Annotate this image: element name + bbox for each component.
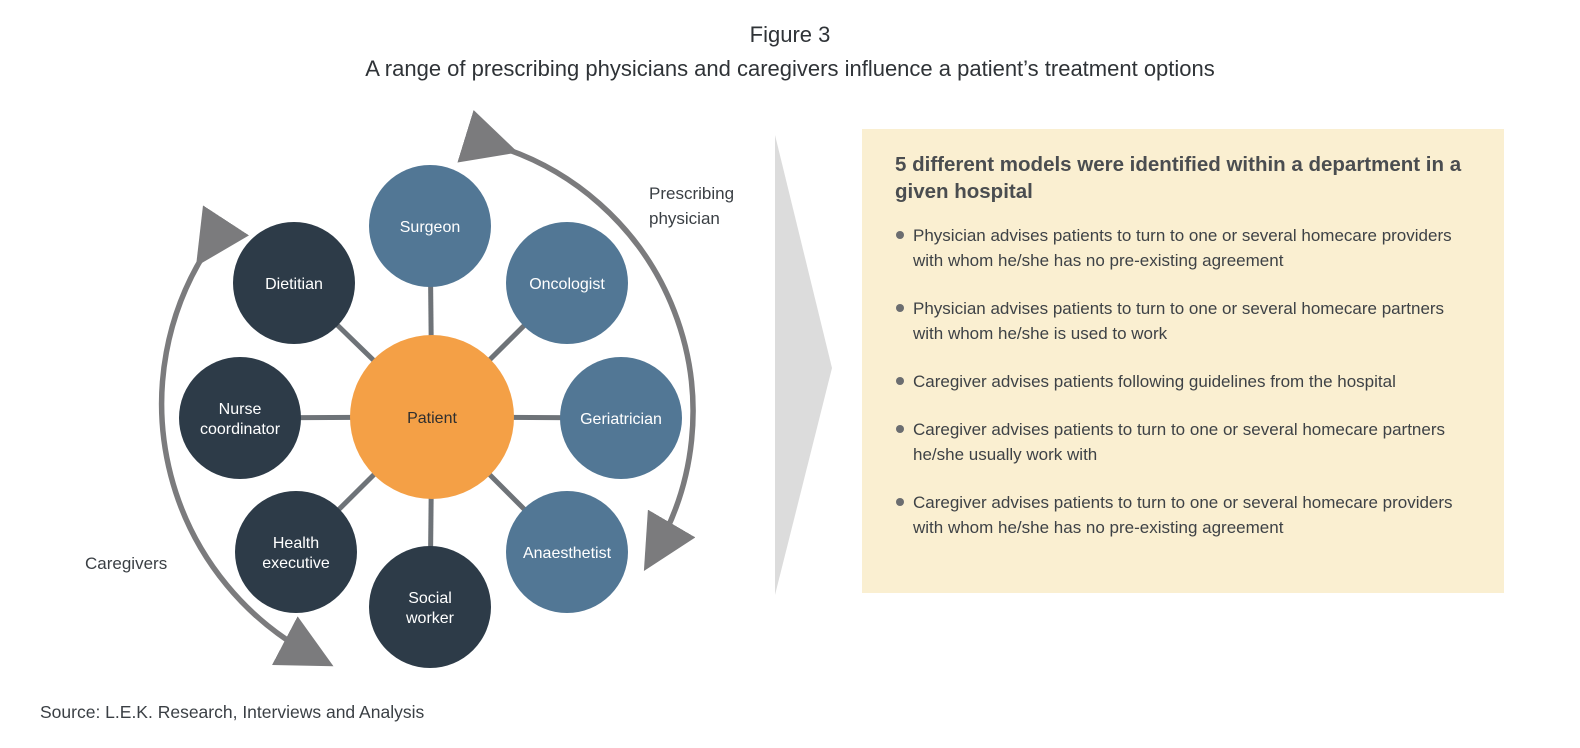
node-oncologist: Oncologist (506, 222, 628, 344)
bullet-icon (896, 304, 904, 312)
node-group: SurgeonOncologistGeriatricianAnaesthetis… (179, 165, 682, 668)
node-geriatrician: Geriatrician (560, 357, 682, 479)
panel-title: 5 different models were identified withi… (895, 153, 1462, 203)
node-social-worker: Social worker (369, 546, 491, 668)
model-item-text: Caregiver advises patients following gui… (913, 372, 1396, 391)
model-item: Caregiver advises patients to turn to on… (895, 490, 1474, 540)
source-note: Source: L.E.K. Research, Interviews and … (40, 702, 425, 722)
patient-circle (350, 335, 514, 499)
model-item-text: Physician advises patients to turn to on… (913, 226, 1452, 270)
model-item-text: Physician advises patients to turn to on… (913, 299, 1445, 343)
caregivers-arrow (158, 205, 334, 667)
figure-title: A range of prescribing physicians and ca… (365, 56, 1215, 81)
node-label: Nurse (219, 401, 262, 418)
node-surgeon: Surgeon (369, 165, 491, 287)
bullet-icon (896, 425, 904, 433)
node-health-executive: Health executive (235, 491, 357, 613)
node-label: Oncologist (529, 276, 605, 293)
node-nurse-coordinator: Nurse coordinator (179, 357, 301, 479)
node-circle (560, 357, 682, 479)
node-anaesthetist: Anaesthetist (506, 491, 628, 613)
figure-label: Figure 3 (749, 22, 831, 47)
node-label: Health (273, 535, 319, 552)
node-circle (179, 357, 301, 479)
node-label: worker (405, 610, 455, 627)
node-circle (369, 165, 491, 287)
chevron-arrow-icon (775, 135, 832, 595)
node-circle (506, 222, 628, 344)
model-item: Caregiver advises patients following gui… (895, 369, 1474, 394)
node-label: Anaesthetist (523, 545, 612, 562)
model-item: Physician advises patients to turn to on… (895, 223, 1474, 273)
node-circle (233, 222, 355, 344)
node-label: executive (262, 555, 330, 572)
bullet-icon (896, 498, 904, 506)
node-label: Surgeon (400, 219, 461, 236)
prescribing-physician-label-line2: physician (649, 209, 720, 228)
models-panel: 5 different models were identified withi… (862, 129, 1504, 593)
models-list: Physician advises patients to turn to on… (895, 223, 1474, 540)
bullet-icon (896, 231, 904, 239)
node-label: Geriatrician (580, 411, 662, 428)
model-item-text: Caregiver advises patients to turn to on… (913, 493, 1453, 537)
node-circle (506, 491, 628, 613)
prescribing-physician-arrow (457, 109, 696, 572)
patient-label: Patient (407, 410, 457, 427)
node-circle (235, 491, 357, 613)
node-dietitian: Dietitian (233, 222, 355, 344)
caregivers-label: Caregivers (85, 554, 167, 573)
node-label: coordinator (200, 421, 281, 438)
node-label: Social (408, 590, 452, 607)
node-circle (369, 546, 491, 668)
bullet-icon (896, 377, 904, 385)
model-item-text: Caregiver advises patients to turn to on… (913, 420, 1445, 464)
model-item: Physician advises patients to turn to on… (895, 296, 1474, 346)
node-patient: Patient (350, 335, 514, 499)
node-label: Dietitian (265, 276, 323, 293)
prescribing-physician-label-line1: Prescribing (649, 184, 734, 203)
model-item: Caregiver advises patients to turn to on… (895, 417, 1474, 467)
